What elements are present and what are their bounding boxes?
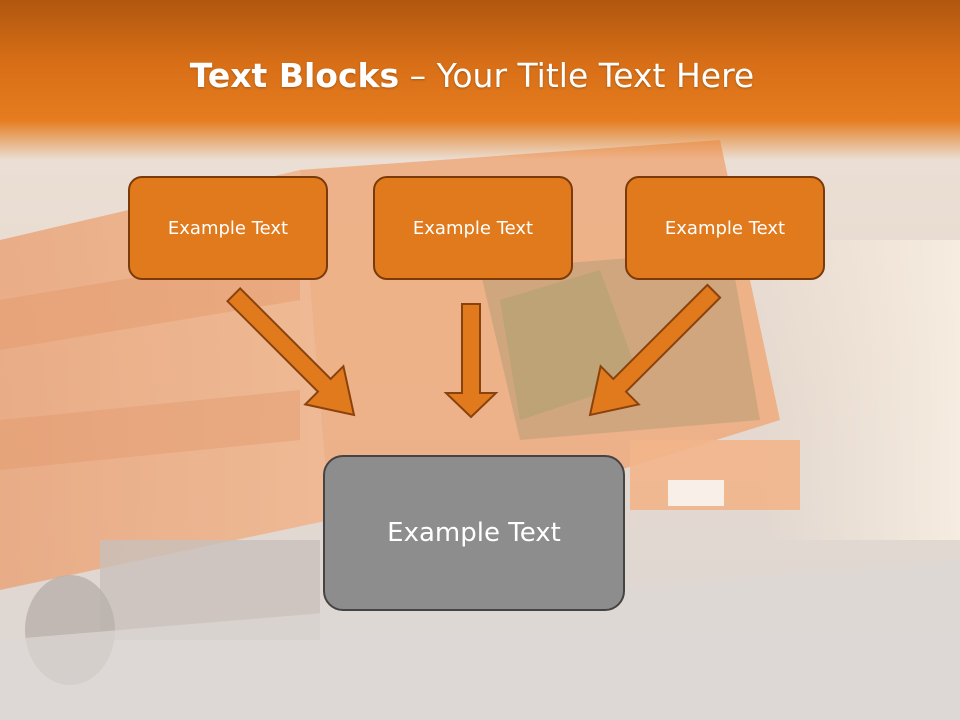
- title-band: [0, 0, 960, 160]
- text-block-2[interactable]: Example Text: [373, 176, 573, 280]
- title-bold: Text Blocks: [189, 56, 400, 95]
- text-block-1[interactable]: Example Text: [128, 176, 328, 280]
- slide-title: Text Blocks – Your Title Text Here: [0, 54, 944, 98]
- result-block[interactable]: Example Text: [323, 455, 625, 611]
- text-block-3[interactable]: Example Text: [625, 176, 825, 280]
- title-rest: – Your Title Text Here: [399, 56, 755, 95]
